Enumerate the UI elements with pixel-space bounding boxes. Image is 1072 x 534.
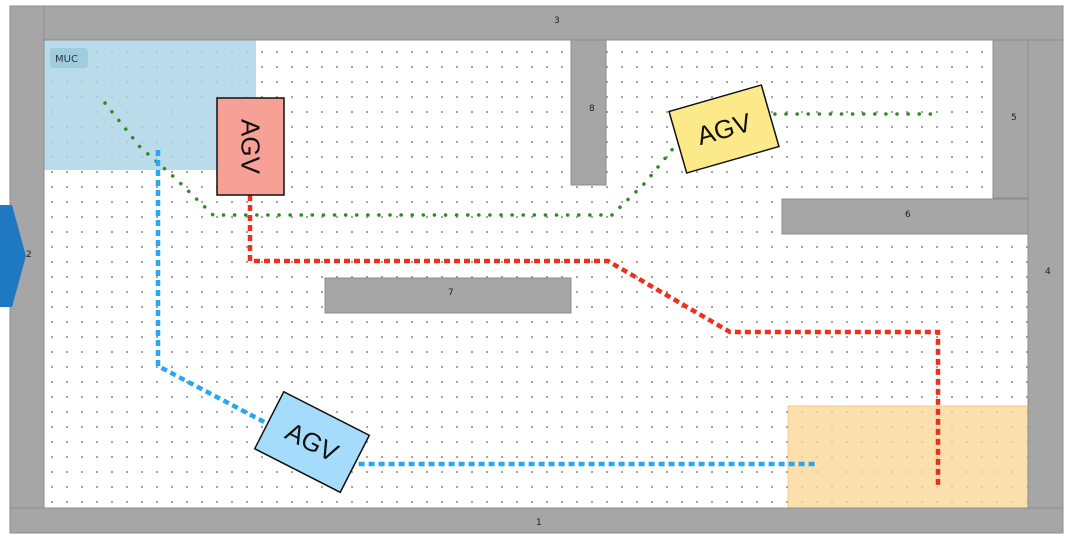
muc-zone-tag [50,48,88,68]
agv-red[interactable]: AGV [216,97,285,196]
red-path [247,195,941,488]
wall-1 [9,507,1064,534]
wall-7-label: 7 [448,288,454,298]
agv-red-body [216,97,285,196]
wall-5-label: 5 [1011,113,1017,123]
wall-6 [781,198,1029,235]
agv-yellow[interactable]: AGV [668,84,780,174]
wall-1-label: 1 [536,518,542,528]
wall-6-label: 6 [905,210,911,220]
agv-yellow-body [668,84,780,174]
wall-8-label: 8 [589,104,595,114]
wall-8 [570,39,607,186]
agv-blue-body [253,390,371,494]
chevron-right-icon[interactable] [0,205,26,307]
wall-4-label: 4 [1045,267,1051,277]
wall-2-label: 2 [26,250,32,260]
wall-3-label: 3 [554,16,560,26]
agv-blue[interactable]: AGV [253,390,371,494]
agv-red-label: AGV [236,119,266,175]
target-zone [787,405,1029,509]
wall-4 [1027,39,1064,509]
wall-5 [992,39,1029,199]
wall-7 [324,277,572,314]
muc-zone-label: MUC [55,54,78,65]
wall-3 [43,5,1064,41]
